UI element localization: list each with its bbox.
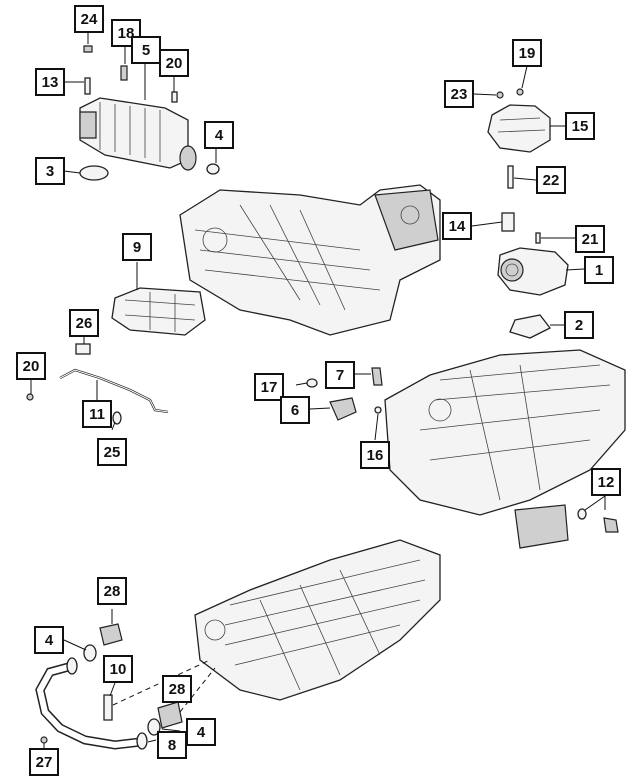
- callout-28b[interactable]: 28: [162, 675, 192, 703]
- callout-19[interactable]: 19: [512, 39, 542, 67]
- callout-17[interactable]: 17: [254, 373, 284, 401]
- leader-lines: [30, 31, 606, 750]
- callout-14[interactable]: 14: [442, 212, 472, 240]
- callout-21[interactable]: 21: [575, 225, 605, 253]
- callout-20[interactable]: 20: [159, 49, 189, 77]
- engine-upper-illustration: [179, 184, 441, 336]
- callout-4b[interactable]: 4: [34, 626, 64, 654]
- callout-24[interactable]: 24: [74, 5, 104, 33]
- callout-7[interactable]: 7: [325, 361, 355, 389]
- callout-6[interactable]: 6: [280, 396, 310, 424]
- cylinder-head-illustration: [194, 539, 441, 701]
- callout-15[interactable]: 15: [565, 112, 595, 140]
- egr-valve-part: [497, 247, 569, 339]
- callout-25[interactable]: 25: [97, 438, 127, 466]
- egr-valve-cover-part: [487, 88, 551, 244]
- callout-13[interactable]: 13: [35, 68, 65, 96]
- callout-23[interactable]: 23: [444, 80, 474, 108]
- intake-bracket-part: [111, 287, 206, 336]
- callout-20b[interactable]: 20: [16, 352, 46, 380]
- callout-28[interactable]: 28: [97, 577, 127, 605]
- coolant-tube-part: [35, 623, 183, 750]
- callout-12[interactable]: 12: [591, 468, 621, 496]
- sensor-right: [577, 508, 619, 533]
- callout-5[interactable]: 5: [131, 36, 161, 64]
- engine-lower-illustration: [384, 349, 626, 549]
- sensors-middle: [306, 367, 383, 421]
- callout-26[interactable]: 26: [69, 309, 99, 337]
- callout-22[interactable]: 22: [536, 166, 566, 194]
- callout-27[interactable]: 27: [29, 748, 59, 776]
- callout-4c[interactable]: 4: [186, 718, 216, 746]
- tube-assembly-part: [26, 343, 169, 425]
- callout-8[interactable]: 8: [157, 731, 187, 759]
- callout-2[interactable]: 2: [564, 311, 594, 339]
- callout-9[interactable]: 9: [122, 233, 152, 261]
- callout-11[interactable]: 11: [82, 400, 112, 428]
- egr-cooler-part: [79, 97, 197, 171]
- callout-4[interactable]: 4: [204, 121, 234, 149]
- callout-16[interactable]: 16: [360, 441, 390, 469]
- callout-10[interactable]: 10: [103, 655, 133, 683]
- callout-3[interactable]: 3: [35, 157, 65, 185]
- callout-1[interactable]: 1: [584, 256, 614, 284]
